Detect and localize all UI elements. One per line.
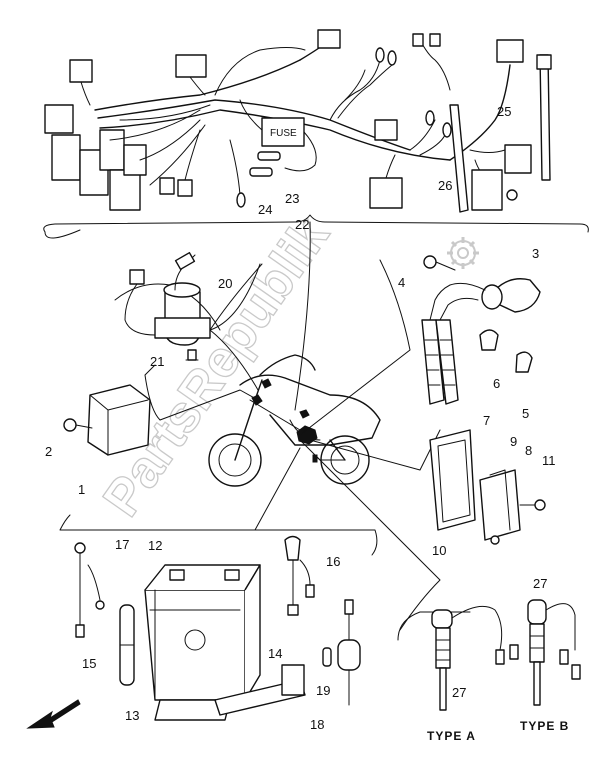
label-part-5: 5: [522, 406, 529, 421]
label-part-4: 4: [398, 275, 405, 290]
label-part-24: 24: [258, 202, 272, 217]
label-part-15: 15: [82, 656, 96, 671]
label-part-14: 14: [268, 646, 282, 661]
label-part-1: 1: [78, 482, 85, 497]
starter-relay: [322, 599, 361, 706]
regulator: [429, 429, 546, 545]
label-part-16: 16: [326, 554, 340, 569]
battery: [74, 535, 315, 721]
part-labels: 1 2 3 4 5 6 7 8 9 10 11 12 13 14 15 16 1…: [45, 104, 569, 743]
fuse: [257, 151, 281, 161]
type-a-caption: TYPE A: [427, 729, 476, 743]
label-part-13: 13: [125, 708, 139, 723]
neutral-switch-type-b: [527, 599, 581, 706]
label-part-2: 2: [45, 444, 52, 459]
label-part-21: 21: [150, 354, 164, 369]
label-part-18: 18: [310, 717, 324, 732]
fuse-box: [261, 117, 305, 147]
label-part-27-type-b: 27: [533, 576, 547, 591]
label-part-8: 8: [525, 443, 532, 458]
label-part-22: 22: [295, 217, 309, 232]
label-part-7: 7: [483, 413, 490, 428]
cable-tie: [449, 104, 469, 213]
wire-harness: FUSE: [43, 29, 589, 233]
label-part-12: 12: [148, 538, 162, 553]
label-part-9: 9: [510, 434, 517, 449]
neutral-switch-type-a: [397, 605, 519, 711]
label-part-19: 19: [316, 683, 330, 698]
leader-lines: [44, 221, 441, 631]
type-b-caption: TYPE B: [520, 719, 569, 733]
cdi-unit: [63, 384, 151, 456]
connector-block: [44, 104, 74, 134]
label-part-23: 23: [285, 191, 299, 206]
label-part-10: 10: [432, 543, 446, 558]
fuse-box-text: FUSE: [270, 128, 297, 139]
ignition-switch: [114, 251, 261, 361]
label-part-11: 11: [542, 453, 556, 468]
label-part-6: 6: [493, 376, 500, 391]
front-direction-arrow-icon: [26, 699, 81, 729]
label-part-20: 20: [218, 276, 232, 291]
cable-tie: [539, 54, 551, 181]
label-part-26: 26: [438, 178, 452, 193]
label-part-3: 3: [532, 246, 539, 261]
ignition-coil: [421, 255, 541, 405]
label-part-25: 25: [497, 104, 511, 119]
label-part-17: 17: [115, 537, 129, 552]
watermark-gear-icon: [447, 237, 479, 269]
label-part-27-type-a: 27: [452, 685, 466, 700]
